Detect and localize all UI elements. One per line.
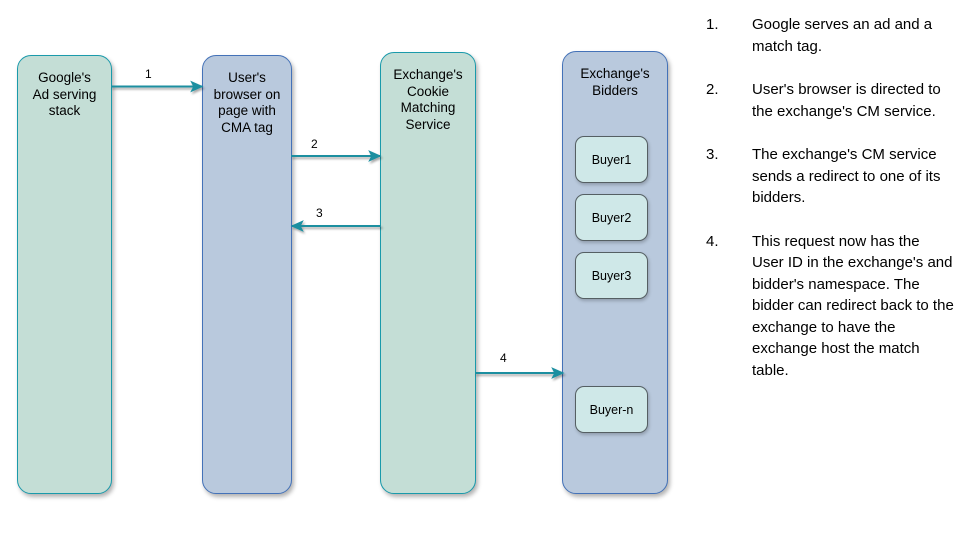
list-item: 2. User's browser is directed to the exc…	[706, 79, 954, 122]
list-item: 4. This request now has the User ID in t…	[706, 231, 954, 382]
step-number: 1.	[706, 16, 719, 33]
step-text: The exchange's CM service sends a redire…	[752, 146, 941, 206]
arrow-label-1: 1	[145, 67, 152, 81]
lane-google-label: Google's Ad serving stack	[32, 70, 97, 118]
steps-list: 1. Google serves an ad and a match tag. …	[706, 14, 954, 403]
step-text: Google serves an ad and a match tag.	[752, 16, 933, 55]
step-number: 2.	[706, 81, 719, 98]
lane-bidders-label: Exchange's Bidders	[580, 66, 650, 98]
lane-google-ad-serving-stack: Google's Ad serving stack	[17, 55, 112, 494]
step-text: User's browser is directed to the exchan…	[752, 81, 941, 120]
buyer-box: Buyer1	[575, 136, 648, 183]
list-item: 1. Google serves an ad and a match tag.	[706, 14, 954, 57]
lane-browser-label: User's browser on page with CMA tag	[213, 70, 281, 135]
lane-user-browser: User's browser on page with CMA tag	[202, 55, 292, 494]
step-text: This request now has the User ID in the …	[752, 232, 954, 379]
buyer-box: Buyer2	[575, 194, 648, 241]
buyer-box: Buyer-n	[575, 386, 648, 433]
step-number: 4.	[706, 232, 719, 250]
step-number: 3.	[706, 146, 719, 163]
list-item: 3. The exchange's CM service sends a red…	[706, 144, 954, 209]
lane-cms-label: Exchange's Cookie Matching Service	[393, 67, 463, 132]
lane-exchange-cookie-matching-service: Exchange's Cookie Matching Service	[380, 52, 476, 494]
arrow-label-2: 2	[311, 137, 318, 151]
arrow-label-3: 3	[316, 206, 323, 220]
buyer-box: Buyer3	[575, 252, 648, 299]
arrow-label-4: 4	[500, 351, 507, 365]
